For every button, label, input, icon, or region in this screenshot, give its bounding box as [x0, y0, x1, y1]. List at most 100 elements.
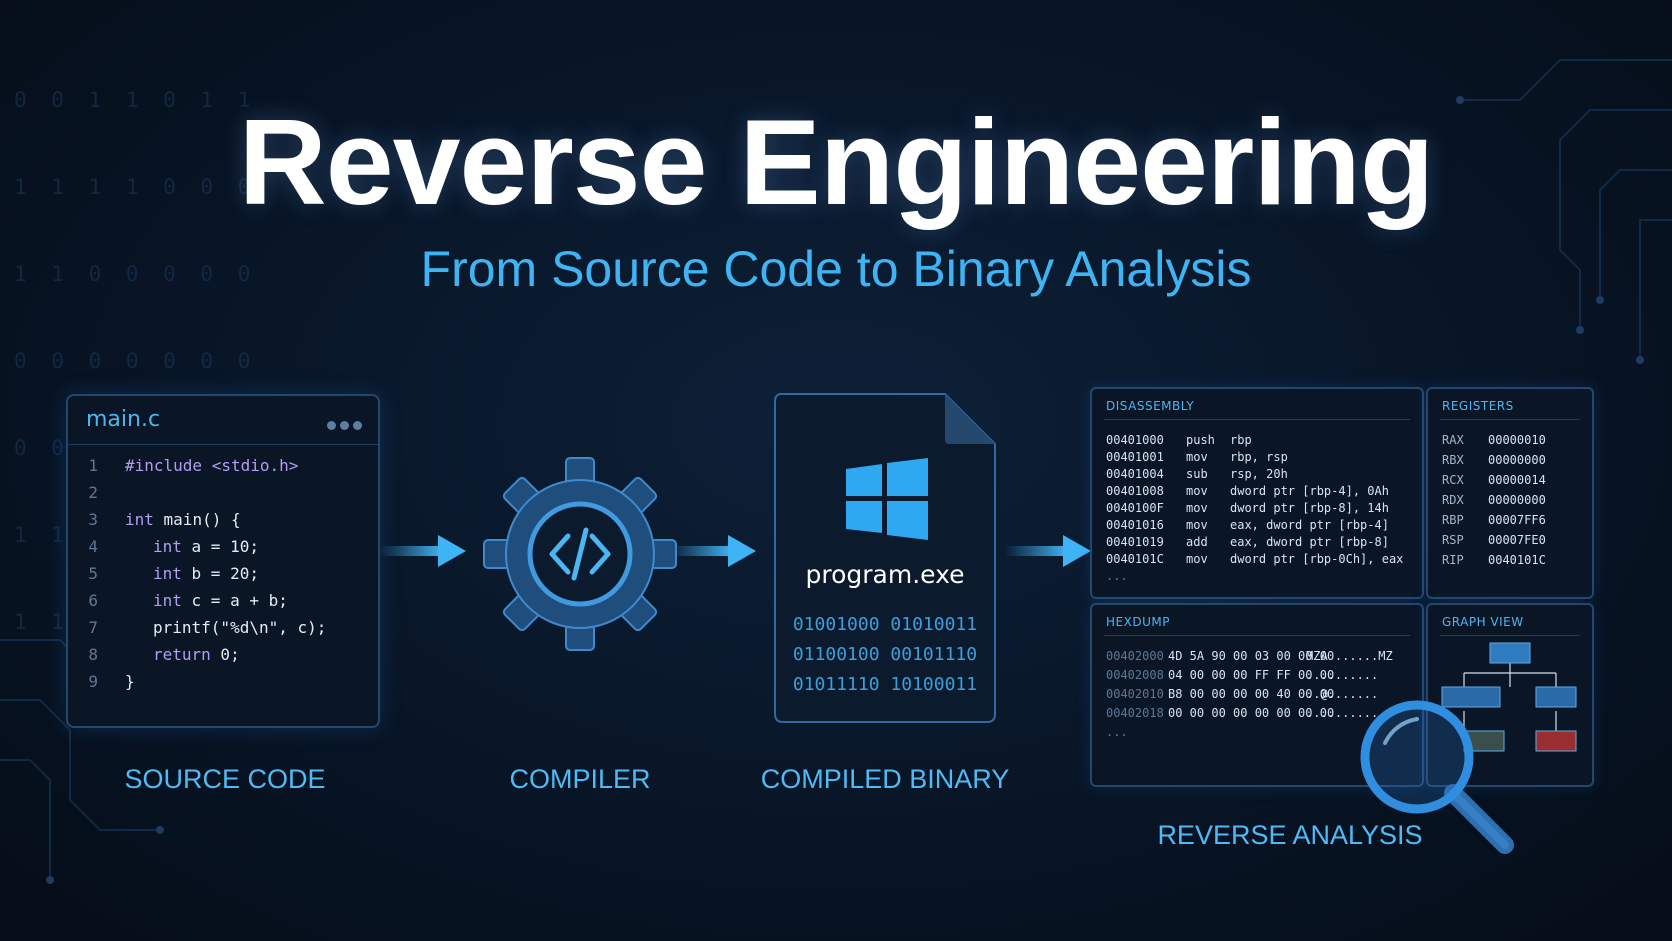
graph-node	[1489, 642, 1531, 664]
register-name: RAX	[1442, 433, 1464, 447]
code-line: 9}	[68, 672, 326, 699]
binary-bits-row: 01011110 10100011	[792, 674, 978, 695]
binary-file-name: program.exe	[805, 560, 965, 589]
line-number: 8	[88, 645, 98, 664]
graph-view-panel: GRAPH VIEW	[1426, 603, 1594, 787]
code-text: c = a + b;	[181, 591, 288, 610]
code-line: 2	[68, 483, 326, 510]
binary-row: 0 0 1 1 0 1 1	[14, 88, 257, 112]
code-line: 1#include <stdio.h>	[68, 456, 326, 483]
register-name: RSP	[1442, 533, 1464, 547]
graph-view-title: GRAPH VIEW	[1442, 615, 1524, 629]
hexdump-title: HEXDUMP	[1106, 615, 1170, 629]
hexdump-address: 00402010	[1106, 687, 1164, 701]
more-options-icon	[323, 415, 362, 434]
register-value: 00007FF6	[1488, 513, 1546, 527]
hexdump-bytes: 00 00 00 00 00 00 00 00	[1168, 706, 1335, 720]
disasm-operands: rbp, rsp	[1230, 450, 1288, 464]
code-text: b = 20;	[181, 564, 259, 583]
disasm-opcode: mov	[1186, 450, 1208, 464]
register-name: RBP	[1442, 513, 1464, 527]
registers-title: REGISTERS	[1442, 399, 1514, 413]
disasm-address: 0040101C	[1106, 552, 1164, 566]
disasm-opcode: mov	[1186, 501, 1208, 515]
code-text: 0;	[210, 645, 240, 664]
code-keyword: return	[153, 645, 211, 664]
disasm-opcode: mov	[1186, 552, 1208, 566]
code-filename: main.c	[86, 407, 161, 432]
register-name: RDX	[1442, 493, 1464, 507]
register-name: RCX	[1442, 473, 1464, 487]
magnifier-icon	[1360, 700, 1514, 854]
register-value: 00000000	[1488, 453, 1546, 467]
disassembly-title: DISASSEMBLY	[1106, 399, 1195, 413]
code-keyword: int	[153, 537, 182, 556]
disasm-address: 0040100F	[1106, 501, 1164, 515]
hexdump-bytes: B8 00 00 00 00 40 00 00	[1168, 687, 1335, 701]
stage-label-binary: COMPILED BINARY	[760, 764, 1010, 794]
disasm-operands: eax, dword ptr [rbp-8]	[1230, 535, 1389, 549]
code-keyword: int	[153, 564, 182, 583]
register-name: RBX	[1442, 453, 1464, 467]
arrow-right-icon	[670, 535, 756, 567]
binary-row: 1 1 0 0 0 0 0	[14, 262, 257, 286]
stage-label-compiler: COMPILER	[509, 764, 651, 794]
register-value: 00000014	[1488, 473, 1546, 487]
disasm-ellipsis: ...	[1106, 569, 1128, 583]
graph-node	[1441, 686, 1501, 708]
disasm-opcode: push	[1186, 433, 1215, 447]
hexdump-address: 00402008	[1106, 668, 1164, 682]
binary-bits: 01001000 01010011 01100100 00101110 0101…	[773, 610, 997, 700]
line-number: 2	[88, 483, 98, 502]
windows-logo-icon	[846, 458, 928, 540]
code-panel-header: main.c	[68, 396, 378, 445]
hexdump-ascii: ..........	[1306, 668, 1379, 682]
hexdump-bytes: 04 00 00 00 FF FF 00 00	[1168, 668, 1335, 682]
disasm-address: 00401001	[1106, 450, 1164, 464]
code-text: printf("%d\n", c);	[153, 618, 327, 637]
gear-code-icon	[483, 457, 677, 651]
file-icon	[774, 393, 996, 723]
line-number: 1	[88, 456, 98, 475]
register-value: 0040101C	[1488, 553, 1546, 567]
hexdump-ascii: ..@.......	[1306, 687, 1379, 701]
disasm-address: 00401019	[1106, 535, 1164, 549]
arrow-right-icon	[1005, 535, 1091, 567]
hexdump-address: 00402018	[1106, 706, 1164, 720]
stage-label-analysis: REVERSE ANALYSIS	[1157, 820, 1423, 850]
page-subtitle: From Source Code to Binary Analysis	[420, 241, 1252, 297]
hexdump-address: 00402000	[1106, 649, 1164, 663]
stage-label-source: SOURCE CODE	[124, 764, 326, 794]
disasm-opcode: mov	[1186, 484, 1208, 498]
disasm-address: 00401004	[1106, 467, 1164, 481]
page-title: Reverse Engineering	[238, 94, 1435, 230]
disasm-operands: dword ptr [rbp-0Ch], eax	[1230, 552, 1404, 566]
line-number: 3	[88, 510, 98, 529]
code-line: 8 return 0;	[68, 645, 326, 672]
register-value: 00000010	[1488, 433, 1546, 447]
disasm-address: 00401008	[1106, 484, 1164, 498]
register-name: RIP	[1442, 553, 1464, 567]
control-flow-graph	[1441, 642, 1577, 752]
code-text: a = 10;	[181, 537, 259, 556]
binary-row: 0 0 0 0 0 0 0	[14, 349, 257, 373]
binary-row: 1 1 1 1 0 0 0	[14, 175, 257, 199]
line-number: 9	[88, 672, 98, 691]
graph-node	[1535, 730, 1577, 752]
disasm-operands: dword ptr [rbp-4], 0Ah	[1230, 484, 1389, 498]
code-keyword: int	[153, 591, 182, 610]
hexdump-ascii: MZA ......MZ	[1306, 649, 1393, 663]
disasm-operands: dword ptr [rbp-8], 14h	[1230, 501, 1389, 515]
disasm-operands: eax, dword ptr [rbp-4]	[1230, 518, 1389, 532]
register-value: 00007FE0	[1488, 533, 1546, 547]
